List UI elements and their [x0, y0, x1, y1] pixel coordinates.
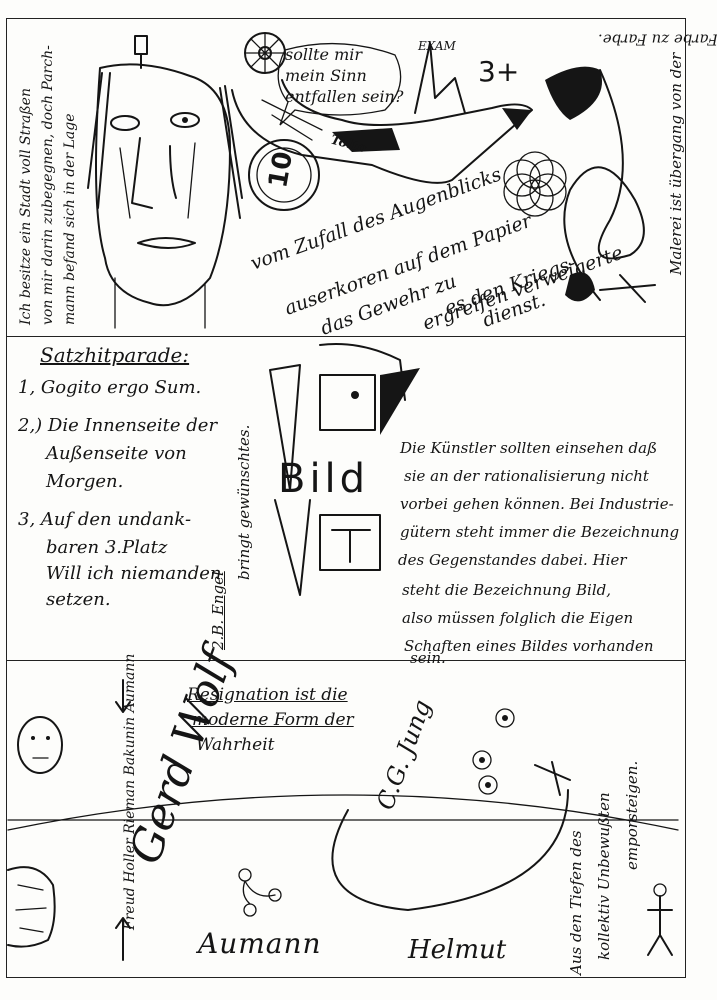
list-item: baren 3.Platz — [46, 537, 168, 558]
abstract-scribble — [545, 66, 656, 303]
list-item: 3, Auf den undank- — [18, 509, 192, 530]
list-item: Außenseite von — [46, 443, 187, 464]
list-item: Morgen. — [46, 471, 124, 492]
flower-drawing — [238, 868, 282, 917]
upside-down-text: Farbe zu Farbe. — [598, 30, 717, 49]
helmut-label: Helmut — [408, 935, 507, 965]
vertical-line-1: Ich besitze ein Stadt voll Straßen — [18, 88, 34, 325]
page-border — [6, 18, 686, 978]
bild-word: Bild — [278, 456, 370, 502]
paragraph-line: gütern steht immer die Bezeichnung — [400, 523, 680, 541]
eyes-drawing — [472, 708, 571, 796]
depths-line-1: Aus den Tiefen des — [567, 830, 585, 975]
exam-sketch — [414, 42, 466, 114]
list-item: Will ich niemanden — [46, 563, 222, 584]
depths-line-3: emporsteigen. — [623, 760, 641, 870]
vertical-bringt: bringt gewünschtes. — [235, 424, 253, 580]
sweep-curve — [7, 789, 679, 911]
resignation-line-1: Resignation ist die — [187, 685, 348, 705]
list-item: 1, Gogito ergo Sum. — [18, 377, 202, 398]
gear-icon — [244, 32, 286, 74]
paragraph-line: Schaften eines Bildes vorhanden — [404, 637, 654, 655]
bild-drawing — [269, 343, 420, 596]
face-drawing — [87, 35, 243, 329]
spiral-flower — [503, 151, 567, 217]
stick-figure — [647, 883, 673, 956]
panel-divider-1 — [6, 336, 686, 337]
vertical-right-text: Malerei ist übergang von der — [667, 52, 685, 275]
paragraph-line: des Gegenstandes dabei. Hier — [398, 551, 627, 569]
shoe-drawing — [231, 79, 533, 184]
list-item: 2,) Die Innenseite der — [18, 415, 218, 436]
speech-line-2: mein Sinn — [285, 66, 367, 85]
paragraph-line: sie an der rationalisierung nicht — [404, 467, 649, 485]
speech-line-1: sollte mir — [285, 45, 362, 64]
paragraph-line: vorbei gehen können. Bei Industrie- — [400, 495, 674, 513]
paragraph-line: sein. — [410, 649, 446, 667]
paragraph-line: steht die Bezeichnung Bild, — [402, 581, 611, 599]
speech-bubble — [277, 42, 402, 126]
list-item: setzen. — [46, 589, 111, 610]
vertical-line-2: von mir darin zubegegnen, doch Parch- — [40, 45, 56, 325]
resignation-line-3: Wahrheit — [196, 735, 275, 755]
satzhitparade-heading: Satzhitparade: — [40, 343, 190, 367]
vertical-line-3: mann befand sich in der Lage — [62, 113, 78, 325]
coin-drawing — [248, 139, 320, 211]
speech-line-3: entfallen sein? — [285, 87, 404, 106]
grade: 3+ — [478, 55, 520, 88]
depths-line-2: kollektiv Unbewußten — [595, 792, 613, 960]
panel-divider-2 — [6, 660, 686, 661]
coin-number: 10 — [263, 149, 300, 191]
resignation-line-2: moderne Form der — [192, 710, 354, 730]
paragraph-line: also müssen folglich die Eigen — [402, 609, 634, 627]
paragraph-line: Die Künstler sollten einsehen daß — [400, 439, 658, 457]
vertical-engel: 2.B. Engel — [209, 571, 227, 650]
aumann-label: Aumann — [198, 927, 322, 960]
arrows-and-faces — [7, 679, 131, 961]
